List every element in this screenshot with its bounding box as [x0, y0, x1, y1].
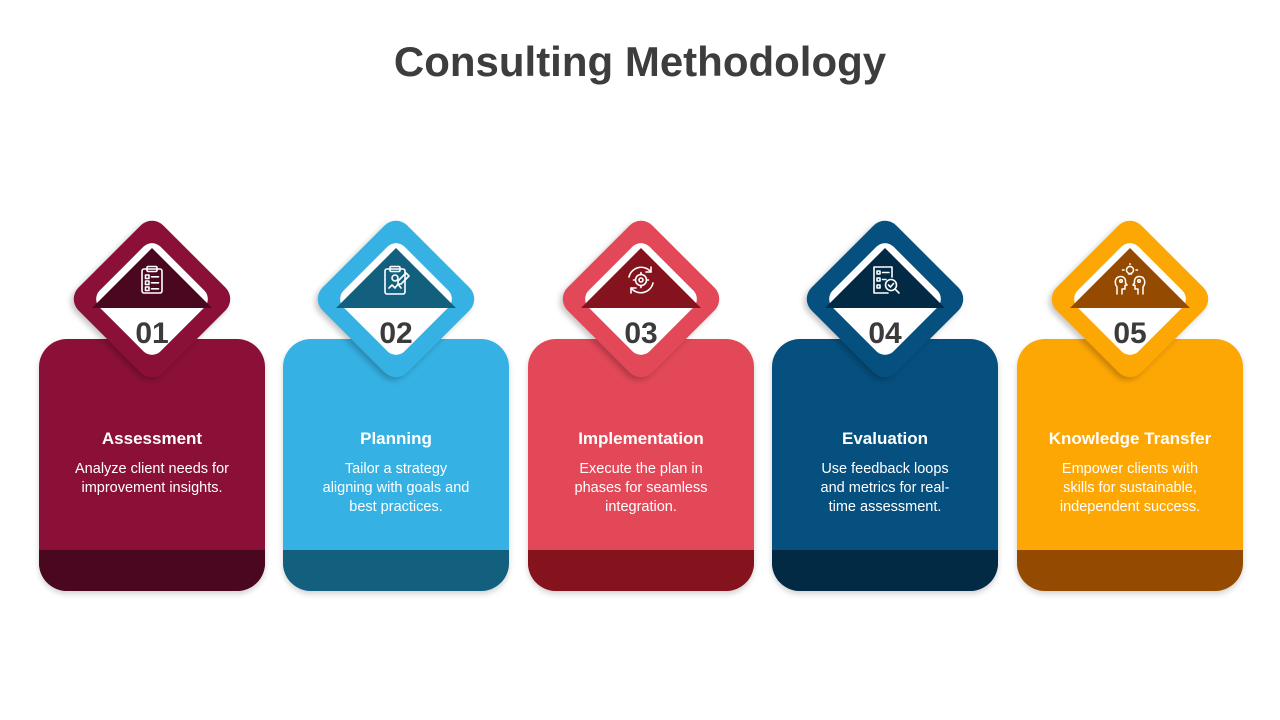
card-footer-band: [528, 550, 754, 591]
step-title: Evaluation: [842, 429, 928, 448]
step-number: 01: [135, 317, 169, 350]
step-description: Empower clients with skills for sustaina…: [1059, 461, 1201, 515]
step-implementation: Implementation Execute the plan in phase…: [528, 214, 754, 593]
step-knowledge-transfer: Knowledge Transfer Empower clients with …: [1017, 214, 1243, 593]
step-assessment: Assessment Analyze client needs for impr…: [39, 214, 265, 593]
card-footer-band: [772, 550, 998, 591]
step-description: Execute the plan in phases for seamless …: [574, 461, 708, 515]
step-number: 02: [379, 317, 413, 350]
step-number: 05: [1113, 317, 1147, 350]
step-title: Assessment: [101, 429, 203, 448]
step-card: Evaluation Use feedback loops and metric…: [772, 339, 998, 591]
step-evaluation: Evaluation Use feedback loops and metric…: [772, 214, 998, 593]
step-badge: 03: [556, 214, 726, 384]
step-badge: 05: [1045, 214, 1215, 384]
page-title: Consulting Methodology: [393, 38, 887, 85]
step-card: Assessment Analyze client needs for impr…: [39, 339, 265, 591]
step-card: Implementation Execute the plan in phase…: [528, 339, 754, 591]
step-description: Tailor a strategy aligning with goals an…: [322, 461, 470, 515]
step-number: 04: [868, 317, 902, 350]
step-card: Planning Tailor a strategy aligning with…: [283, 339, 509, 591]
step-description: Analyze client needs for improvement ins…: [75, 461, 229, 496]
step-title: Planning: [360, 429, 432, 448]
card-footer-band: [283, 550, 509, 591]
step-badge: 02: [311, 214, 481, 384]
card-footer-band: [1017, 550, 1243, 591]
step-planning: Planning Tailor a strategy aligning with…: [283, 214, 509, 593]
step-description: Use feedback loops and metrics for real-…: [820, 461, 950, 515]
step-title: Knowledge Transfer: [1048, 429, 1212, 448]
planning-clipboard-icon: [379, 263, 413, 297]
idea-sharing-heads-icon: [1113, 263, 1147, 297]
step-card: Knowledge Transfer Empower clients with …: [1017, 339, 1243, 591]
step-number: 03: [624, 317, 658, 350]
card-footer-band: [39, 550, 265, 591]
step-title: Implementation: [578, 429, 704, 448]
checklist-clipboard-icon: [135, 263, 169, 297]
gear-cycle-icon: [624, 263, 658, 297]
step-badge: 04: [800, 214, 970, 384]
step-badge: 01: [67, 214, 237, 384]
report-magnifier-icon: [868, 263, 902, 297]
